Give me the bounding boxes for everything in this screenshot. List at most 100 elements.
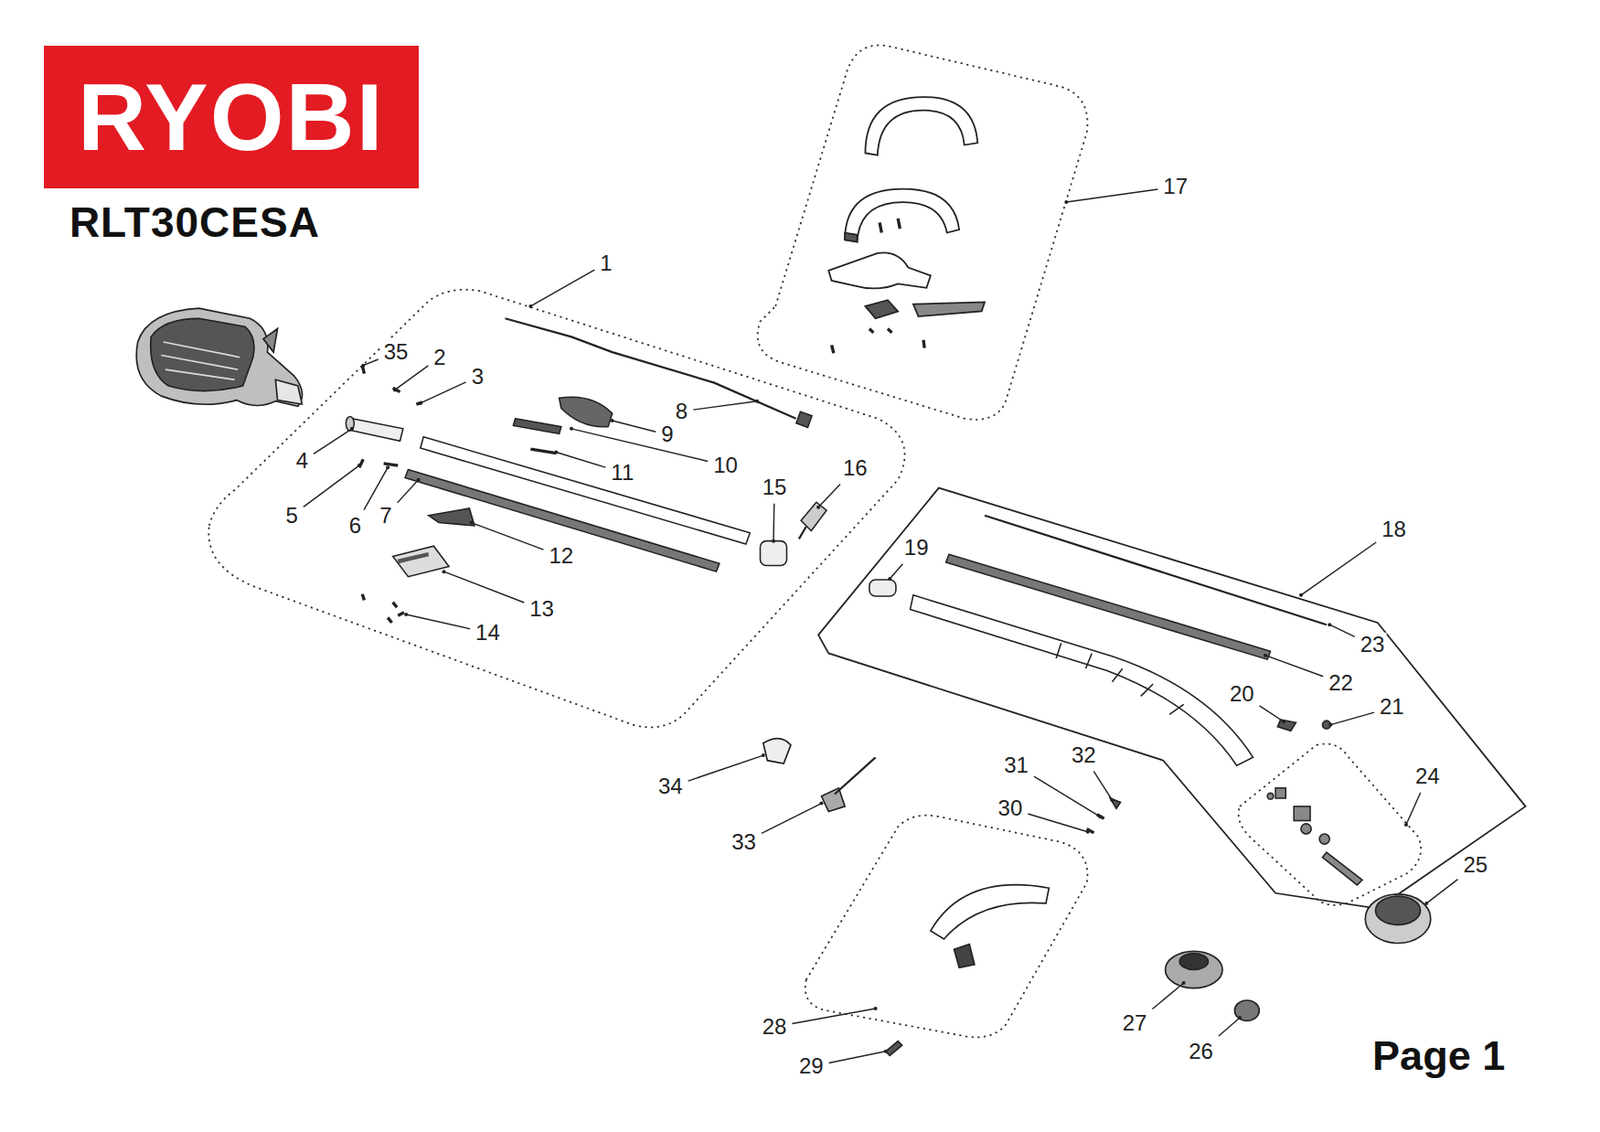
leader-line — [791, 1008, 875, 1024]
callout-number: 4 — [294, 448, 310, 473]
leader-tip — [528, 304, 533, 309]
leader-tip — [554, 450, 558, 455]
leader-line — [1330, 712, 1375, 725]
leader-line — [688, 755, 764, 781]
leader-line — [530, 269, 595, 307]
leader-line — [1093, 770, 1112, 800]
leader-tip — [884, 1049, 888, 1054]
leader-line — [1426, 879, 1458, 904]
leader-line — [1301, 542, 1376, 596]
leader-tip — [1327, 622, 1332, 627]
callout-number: 26 — [1186, 1038, 1216, 1063]
callout-number: 22 — [1326, 670, 1355, 694]
leader-line — [1152, 982, 1184, 1010]
leader-tip — [755, 399, 759, 404]
callout-number: 20 — [1227, 682, 1257, 706]
callout-number: 12 — [546, 544, 576, 568]
callout-number: 35 — [382, 340, 411, 364]
callout-number: 6 — [347, 513, 363, 538]
callout-number: 10 — [711, 453, 740, 478]
engine — [136, 308, 302, 406]
leader-line — [471, 522, 544, 551]
leader-tip — [610, 418, 615, 423]
leader-tip — [1110, 798, 1115, 802]
leader-line — [693, 401, 758, 410]
callout-number: 34 — [656, 774, 685, 799]
brand-logo: RYOBI — [43, 45, 419, 189]
callout-number: 31 — [1002, 753, 1031, 778]
leader-line — [761, 803, 822, 834]
leader-tip — [887, 576, 892, 581]
leader-tip — [350, 426, 354, 431]
leader-line — [1259, 705, 1284, 722]
callout-number: 24 — [1413, 764, 1442, 789]
model-title: RLT30CESA — [69, 197, 320, 247]
leader-line — [571, 428, 708, 462]
leader-tip — [1182, 981, 1186, 985]
leader-line — [443, 571, 524, 603]
leader-line — [420, 382, 467, 404]
leader-tip — [1299, 593, 1303, 598]
leader-tip — [469, 521, 474, 525]
leader-tip — [1404, 822, 1408, 827]
brand-name: RYOBI — [77, 69, 385, 165]
trimmer-head — [763, 738, 1431, 1056]
callout-number: 15 — [760, 475, 790, 500]
leader-tip — [357, 463, 362, 468]
leader-line — [889, 564, 903, 579]
leader-tip — [385, 465, 390, 470]
leader-tip — [569, 426, 574, 431]
shaft-parts — [345, 318, 827, 623]
leader-line — [1218, 1017, 1240, 1036]
leader-line — [397, 480, 419, 503]
leader-tip — [1237, 1015, 1242, 1020]
callout-number: 33 — [729, 830, 758, 854]
leader-tip — [416, 478, 421, 482]
page-number: Page 1 — [1370, 1033, 1507, 1079]
callout-number: 9 — [659, 422, 675, 447]
leader-line — [1034, 776, 1100, 817]
leader-line — [555, 452, 606, 469]
callout-number: 11 — [608, 460, 636, 485]
callout-number: 16 — [841, 456, 870, 480]
leader-line — [1066, 189, 1158, 203]
shaft-parts — [869, 515, 1363, 886]
callout-number: 18 — [1379, 517, 1408, 542]
callout-number: 19 — [902, 535, 931, 560]
leader-tip — [418, 401, 423, 406]
callout-number: 3 — [469, 364, 486, 389]
callout-number: 29 — [797, 1054, 826, 1078]
leader-tip — [819, 801, 823, 806]
leader-tip — [1328, 723, 1333, 727]
leader-line — [394, 365, 428, 390]
callout-number: 27 — [1120, 1011, 1150, 1035]
callout-number: 21 — [1377, 694, 1407, 719]
leader-line — [1265, 655, 1323, 677]
callout-number: 25 — [1461, 853, 1490, 877]
leader-tip — [441, 569, 446, 574]
leader-tip — [1263, 653, 1268, 658]
callout-number: 13 — [527, 597, 556, 621]
leader-line — [1027, 813, 1088, 832]
callout-number: 2 — [431, 344, 448, 369]
group-outline — [818, 488, 1526, 909]
leader-tip — [761, 753, 766, 758]
leader-tip — [1064, 200, 1068, 204]
leader-tip — [771, 539, 776, 544]
callout-number: 8 — [673, 399, 690, 424]
leader-tip — [1086, 830, 1090, 834]
callout-number: 7 — [377, 502, 394, 527]
leader-line — [405, 614, 470, 630]
leader-tip — [404, 612, 408, 617]
handle-parts — [828, 96, 985, 353]
group-outline — [805, 815, 1088, 1038]
callout-number: 5 — [284, 502, 300, 527]
leader-tip — [1281, 719, 1286, 724]
leader-tip — [1424, 901, 1429, 906]
leader-tip — [393, 387, 397, 392]
leader-line — [772, 503, 775, 542]
leader-line — [1329, 624, 1355, 637]
leader-tip — [361, 363, 365, 368]
callout-number: 30 — [996, 796, 1025, 821]
callout-number: 17 — [1161, 174, 1190, 199]
